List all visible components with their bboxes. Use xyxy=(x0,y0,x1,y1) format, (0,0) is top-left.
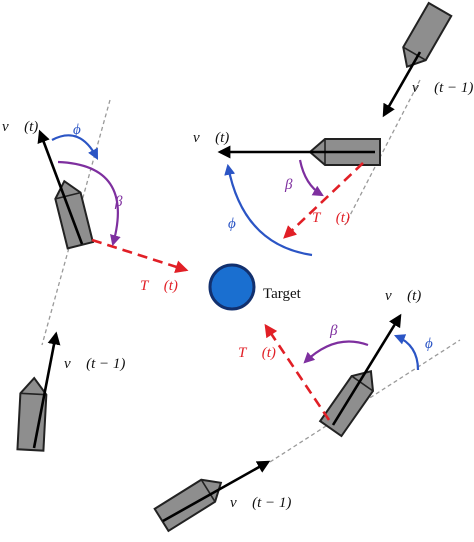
left-boat-group: v⃗ (t − 1) v⃗ (t) T⃗ (t) ϕ β xyxy=(2,99,189,452)
left-phi-arc xyxy=(51,134,99,160)
left-target-vector xyxy=(91,238,189,274)
top-prev-velocity-label: v⃗ (t − 1) xyxy=(412,80,473,96)
target-label: Target xyxy=(263,286,302,302)
left-target-vector-label: T⃗ (t) xyxy=(140,278,178,294)
bottom-velocity-label: v⃗ (t) xyxy=(385,288,421,304)
top-target-vector xyxy=(283,162,364,239)
left-beta-label: β xyxy=(114,194,123,210)
top-phi-label: ϕ xyxy=(228,216,236,232)
bottom-target-vector xyxy=(264,323,331,421)
bottom-prev-velocity-arrow xyxy=(162,460,271,523)
top-target-vector-label: T⃗ (t) xyxy=(312,210,350,226)
left-current-boat-icon xyxy=(54,179,95,250)
left-prev-velocity-label: v⃗ (t − 1) xyxy=(64,356,125,372)
bottom-velocity-arrow xyxy=(331,313,402,426)
bottom-target-vector-label: T⃗ (t) xyxy=(238,345,276,361)
top-beta-label: β xyxy=(284,177,293,193)
bottom-beta-arc xyxy=(303,340,369,364)
left-beta-arc xyxy=(57,160,121,247)
left-prev-boat-icon xyxy=(16,376,48,452)
bottom-beta-label: β xyxy=(329,323,338,339)
top-phi-arc xyxy=(224,163,313,257)
bottom-phi-arc xyxy=(393,334,420,371)
top-prev-velocity-arrow xyxy=(382,51,422,118)
left-velocity-arrow xyxy=(37,129,84,245)
left-velocity-label: v⃗ (t) xyxy=(2,119,38,135)
bottom-phi-label: ϕ xyxy=(425,336,433,352)
top-heading-line xyxy=(344,79,421,226)
left-prev-velocity-arrow xyxy=(32,331,61,449)
bottom-current-boat-icon xyxy=(318,369,375,438)
bottom-prev-boat-icon xyxy=(153,478,223,533)
target-icon xyxy=(208,263,256,311)
left-phi-label: ϕ xyxy=(73,122,81,138)
top-boat-group: v⃗ (t − 1) v⃗ (t) T⃗ (t) ϕ β xyxy=(193,1,473,257)
top-prev-boat-icon xyxy=(402,1,453,68)
bottom-prev-velocity-label: v⃗ (t − 1) xyxy=(230,495,291,511)
bottom-boat-group: v⃗ (t − 1) v⃗ (t) T⃗ (t) β ϕ xyxy=(153,288,461,533)
top-beta-arc xyxy=(298,159,324,197)
top-velocity-label: v⃗ (t) xyxy=(193,130,229,146)
target-group: Target xyxy=(208,263,302,311)
